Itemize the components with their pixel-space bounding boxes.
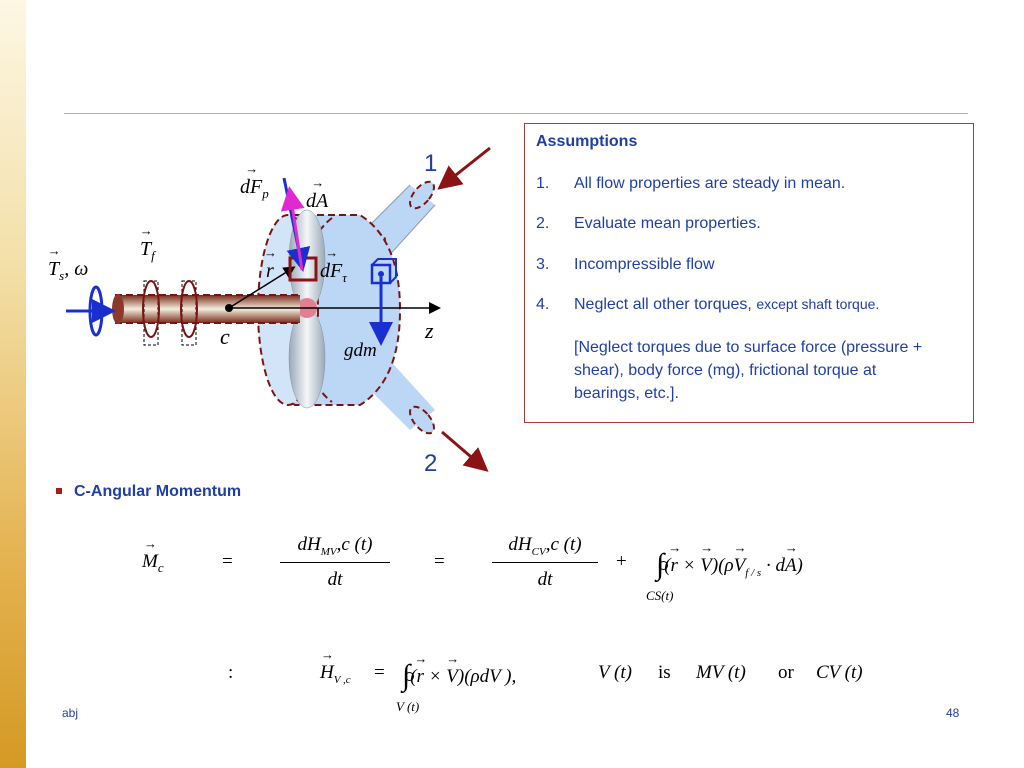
eq1-equals-1: = bbox=[222, 551, 233, 572]
bearing-left bbox=[142, 280, 160, 346]
shaft-torque-label: Ts, ω bbox=[48, 258, 88, 283]
area-vector-arrow bbox=[280, 186, 305, 271]
pressure-force-label: dFp bbox=[240, 176, 269, 201]
eq1-fraction-cv: dHCV,c (t) dt bbox=[492, 534, 598, 591]
eq2-mvt: MV (t) bbox=[696, 662, 746, 683]
body-force-element bbox=[369, 258, 397, 346]
decorative-side-bar bbox=[0, 0, 26, 768]
footer-author: abj bbox=[62, 706, 79, 720]
page-number: 48 bbox=[946, 706, 960, 720]
assumption-item: 1.All flow properties are steady in mean… bbox=[536, 175, 846, 192]
contour-integral-icon: ∫ bbox=[656, 548, 669, 581]
eq2-lhs: HV ,c bbox=[320, 662, 351, 686]
eq2-equals: = bbox=[374, 662, 385, 683]
outflow-arrow-2 bbox=[441, 430, 489, 472]
eq1-surface-integral: ∫(r × V)(ρVf / s · dA) bbox=[656, 545, 803, 581]
eq1-equals-2: = bbox=[434, 551, 445, 572]
eq2-is: is bbox=[658, 662, 671, 683]
port-2-label: 2 bbox=[424, 450, 438, 477]
assumptions-title: Assumptions bbox=[536, 133, 638, 150]
section-heading: C-Angular Momentum bbox=[56, 483, 241, 501]
eq2-vt: V (t) bbox=[598, 662, 632, 683]
bullet-icon bbox=[56, 488, 62, 494]
assumption-item: 3.Incompressible flow bbox=[536, 256, 715, 273]
eq2-or: or bbox=[778, 662, 794, 683]
eq1-fraction-mv: dHMV,c (t) dt bbox=[280, 534, 390, 591]
position-vector-r bbox=[228, 266, 296, 309]
eq2-volume-integral: ∫(r × V)(ρdV ), bbox=[402, 656, 516, 692]
inflow-arrow-1 bbox=[437, 146, 491, 190]
port-1-label: 1 bbox=[424, 150, 438, 177]
friction-torque-label: Tf bbox=[140, 238, 155, 263]
body-force-label: gdm bbox=[344, 340, 377, 361]
center-point-label: c bbox=[220, 324, 230, 349]
position-vector-label: r bbox=[266, 260, 274, 283]
eq1-integral-limit: CS(t) bbox=[646, 588, 674, 603]
shaft-torque-arrow bbox=[66, 285, 116, 337]
area-label: dA bbox=[306, 190, 328, 213]
assumption-item: 4.Neglect all other torques, except shaf… bbox=[536, 296, 880, 313]
eq2-integral-limit: V (t) bbox=[396, 699, 420, 714]
shaft bbox=[112, 294, 300, 324]
assumptions-box: Assumptions 1.All flow properties are st… bbox=[524, 123, 974, 423]
control-volume-diagram bbox=[66, 146, 491, 472]
shear-force-label: dFτ bbox=[320, 260, 347, 285]
eq1-plus: + bbox=[616, 551, 627, 572]
contour-integral-icon: ∫ bbox=[402, 659, 415, 692]
eq2-cvt: CV (t) bbox=[816, 662, 863, 683]
eq1-lhs: Mc bbox=[142, 551, 164, 575]
assumptions-note: [Neglect torques due to surface force (p… bbox=[574, 339, 923, 402]
z-axis-label: z bbox=[425, 318, 434, 343]
title-divider-line bbox=[64, 113, 968, 114]
bearing-right bbox=[180, 280, 198, 346]
assumption-item: 2.Evaluate mean properties. bbox=[536, 215, 761, 232]
eq2-colon: : bbox=[228, 662, 234, 683]
